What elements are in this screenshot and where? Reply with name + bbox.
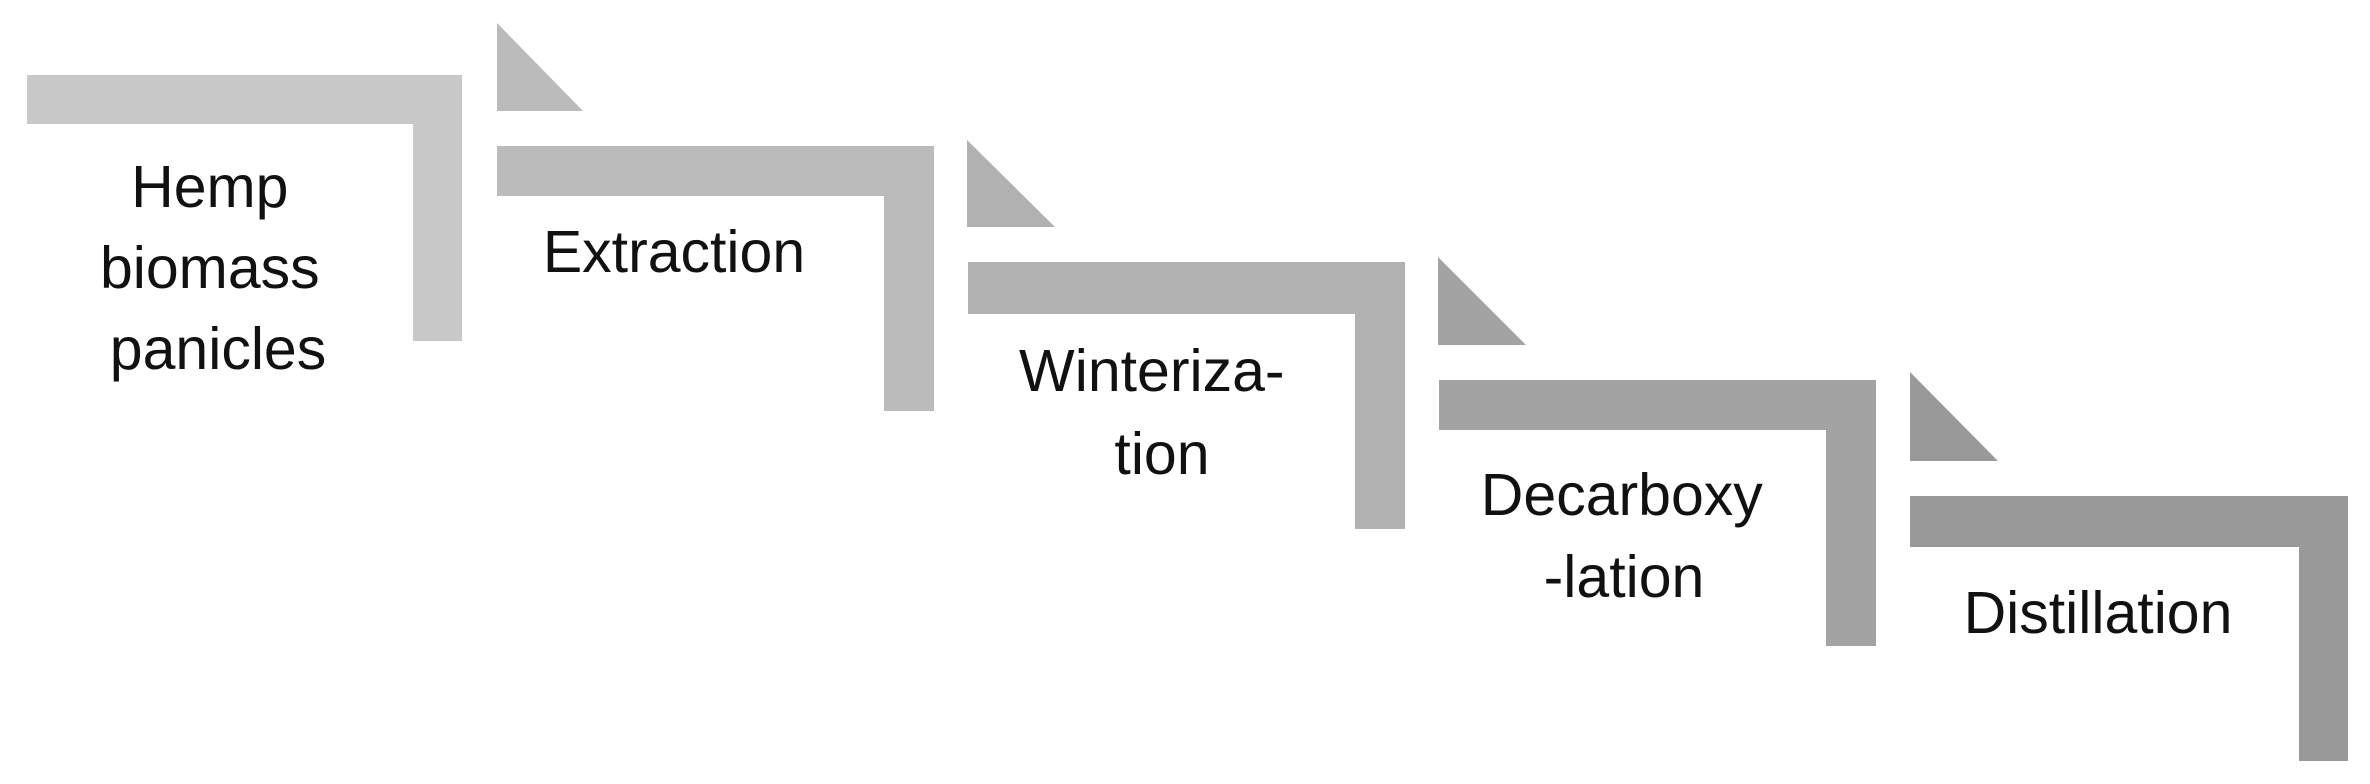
step-1-label-line-3: panicles	[110, 316, 326, 382]
step-1-label: Hemp biomass panicles	[100, 154, 336, 382]
step-5-bracket	[1910, 496, 2348, 761]
step-3-winterization: Winteriza- tion	[968, 262, 1405, 529]
step-5-distillation: Distillation	[1910, 496, 2348, 761]
step-1-hemp-biomass-panicles: Hemp biomass panicles	[27, 75, 462, 382]
step-1-bracket	[27, 75, 462, 341]
step-4-decarboxylation: Decarboxy -lation	[1439, 380, 1876, 646]
step-1-label-line-1: Hemp	[131, 154, 288, 220]
step-4-label-line-1: Decarboxy	[1481, 462, 1764, 528]
step-5-label-line-1: Distillation	[1964, 580, 2233, 646]
step-5-label: Distillation	[1964, 580, 2233, 646]
connector-arrow-1	[497, 23, 583, 111]
step-4-bracket	[1439, 380, 1876, 646]
step-4-label: Decarboxy -lation	[1481, 462, 1779, 610]
step-3-label-line-1: Winteriza-	[1019, 338, 1285, 404]
step-3-label-line-2: tion	[1114, 421, 1209, 487]
step-3-bracket	[968, 262, 1405, 529]
step-2-label: Extraction	[543, 219, 805, 285]
connector-arrow-2	[967, 140, 1055, 227]
step-4-label-line-2: -lation	[1544, 544, 1705, 610]
step-1-label-line-2: biomass	[100, 235, 320, 301]
step-3-label: Winteriza- tion	[1019, 338, 1301, 487]
connector-arrow-4	[1910, 372, 1998, 461]
step-2-label-line-1: Extraction	[543, 219, 805, 285]
step-2-extraction: Extraction	[497, 146, 934, 411]
step-2-bracket	[497, 146, 934, 411]
connector-arrow-3	[1438, 257, 1526, 345]
